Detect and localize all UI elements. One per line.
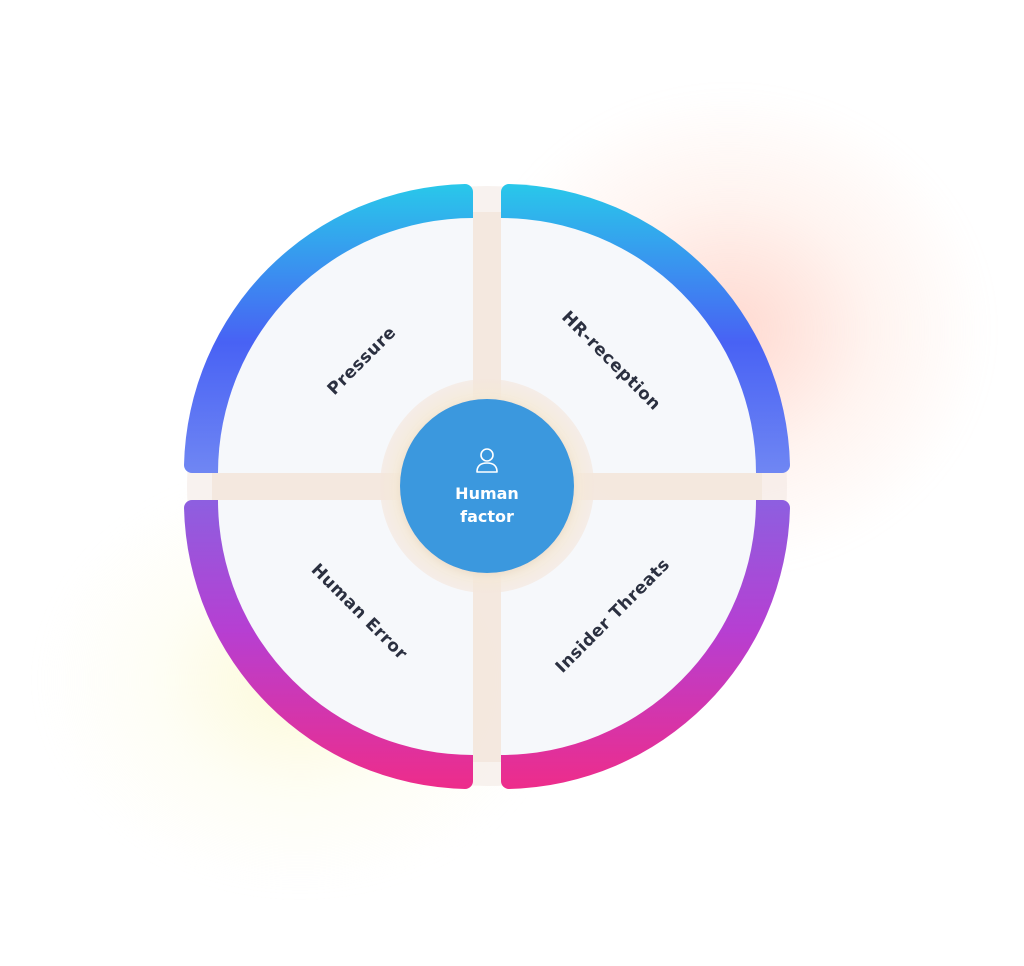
segment-card-bottom-left[interactable] — [218, 500, 473, 755]
segment-cards — [218, 218, 756, 755]
segment-card-bottom-right[interactable] — [501, 500, 756, 755]
hub-circle[interactable] — [400, 399, 574, 573]
hub-label-line2: factor — [460, 507, 514, 526]
user-icon — [476, 448, 498, 473]
hub-label-line1: Human — [455, 484, 519, 503]
segment-card-top-right[interactable] — [501, 218, 756, 473]
segment-card-top-left[interactable] — [218, 218, 473, 473]
